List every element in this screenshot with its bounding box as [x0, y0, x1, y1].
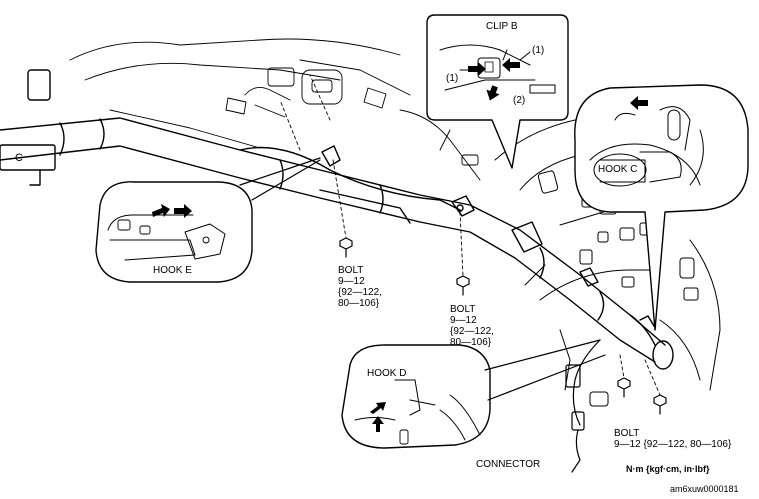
arrow-left-icon — [630, 96, 648, 110]
arrow-right-icon-2 — [174, 204, 192, 218]
label-step-1-right: (1) — [532, 45, 545, 56]
bolt-spec-3: BOLT 9—12 {92—122, 80—106} — [614, 428, 731, 450]
callout-hook-c — [574, 84, 749, 331]
label-connector: CONNECTOR — [476, 459, 541, 470]
bolt-icon-3 — [617, 377, 631, 398]
arrow-icons-hook-c — [630, 96, 648, 110]
bolt-spec-1-line2: {92—122, — [338, 287, 382, 298]
body-panel-outline — [69, 38, 481, 181]
units-note: N·m {kgf·cm, in·lbf} — [626, 464, 710, 474]
bolt-spec-1-title: BOLT — [338, 265, 364, 276]
arrow-down-icon — [486, 85, 500, 101]
bolt-spec-2-line2: {92—122, — [450, 326, 494, 337]
arrow-up-right-icon — [370, 402, 386, 414]
bolt-icon-2 — [456, 275, 470, 296]
callout-clip-b — [426, 14, 569, 169]
figure-code: am6xuw0000181 — [670, 484, 739, 494]
arrow-right-icon — [152, 204, 170, 217]
arrow-icons-hook-e — [152, 204, 192, 218]
bolt-spec-1-line1: 9—12 — [338, 276, 365, 287]
label-step-1-left: (1) — [446, 73, 459, 84]
label-hook-e: HOOK E — [153, 265, 192, 276]
arrow-right-icon — [468, 62, 486, 76]
bolt-spec-2-line3: 80—106} — [450, 337, 492, 348]
callout-hook-e — [95, 157, 321, 283]
connector-harness — [565, 339, 601, 473]
curtain-airbag-module — [0, 69, 674, 370]
bolt-icon-1 — [339, 237, 353, 258]
bolt-icon-4 — [653, 394, 667, 415]
bolt-spec-3-title: BOLT — [614, 428, 640, 439]
bolt-spec-1: BOLT 9—12 {92—122, 80—106} — [338, 265, 382, 309]
leader-lines — [279, 74, 661, 396]
arrow-left-icon — [502, 58, 520, 72]
callout-hook-d — [341, 339, 606, 449]
label-c-mark: C — [15, 152, 23, 164]
bolt-spec-2-line1: 9—12 — [450, 315, 477, 326]
bolt-spec-2-title: BOLT — [450, 304, 476, 315]
label-hook-c: HOOK C — [598, 164, 638, 175]
bolt-spec-3-line1: 9—12 {92—122, 80—106} — [614, 439, 732, 450]
bolt-spec-2: BOLT 9—12 {92—122, 80—106} — [450, 304, 494, 348]
arrow-icons-hook-d — [370, 402, 386, 432]
label-step-2: (2) — [513, 95, 526, 106]
label-hook-d: HOOK D — [367, 368, 407, 379]
label-clip-b: CLIP B — [486, 21, 518, 32]
arrow-up-icon — [372, 416, 384, 432]
bolt-spec-1-line3: 80—106} — [338, 298, 380, 309]
arrow-icons-clip-b — [468, 58, 520, 101]
